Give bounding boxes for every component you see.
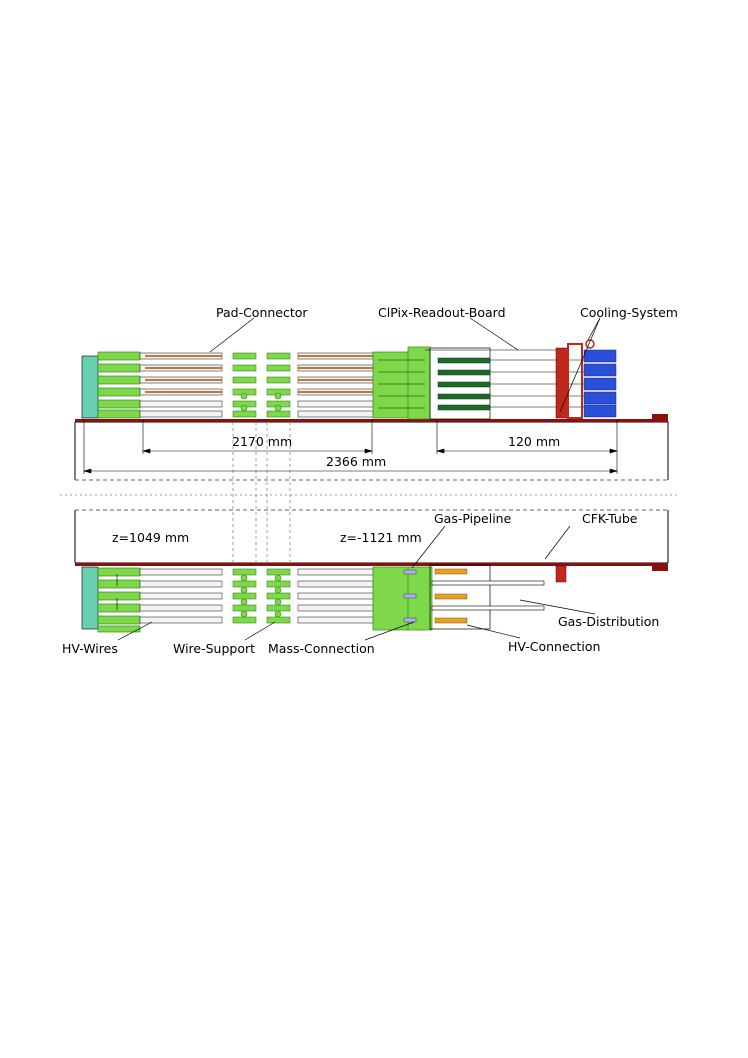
leader-lines xyxy=(117,317,601,641)
hv-connection-pieces xyxy=(434,568,468,624)
bottom-layers xyxy=(139,568,374,624)
cooling-red-bar xyxy=(567,343,583,419)
label-hv-wires: HV-Wires xyxy=(62,641,118,656)
label-dim-2170: 2170 mm xyxy=(232,434,292,449)
label-gas-pipeline: Gas-Pipeline xyxy=(434,511,512,526)
label-dim-120: 120 mm xyxy=(508,434,560,449)
tube-end-cap-bottom xyxy=(652,563,668,571)
label-cooling-system: Cooling-System xyxy=(580,305,678,320)
clpix-readout-boards xyxy=(437,357,491,411)
label-z-neg: z=-1121 mm xyxy=(340,530,422,545)
label-hv-connection: HV-Connection xyxy=(508,639,600,654)
top-left-green-comb xyxy=(97,351,141,419)
top-end-block xyxy=(81,355,99,419)
gas-distribution-pipes xyxy=(431,580,545,611)
label-mass-connection: Mass-Connection xyxy=(268,641,375,656)
label-gas-distribution: Gas-Distribution xyxy=(558,614,659,629)
top-right-block-slots xyxy=(378,359,425,409)
label-wire-support: Wire-Support xyxy=(173,641,255,656)
top-wire-supports xyxy=(232,352,291,418)
label-pad-connector: Pad-Connector xyxy=(216,305,308,320)
cfk-tube-wall-bottom xyxy=(75,563,660,566)
cfk-tube-wall-top xyxy=(75,419,660,422)
bottom-right-green-block xyxy=(372,566,433,631)
cooling-bracket-bottom xyxy=(555,565,567,583)
top-pad-layers xyxy=(139,352,374,418)
label-dim-2366: 2366 mm xyxy=(326,454,386,469)
top-copper-pads xyxy=(145,355,373,393)
tube-end-cap-top xyxy=(652,414,668,422)
dimension-lines-top xyxy=(82,420,619,474)
cooling-blue-blocks xyxy=(583,349,617,418)
bottom-wire-supports xyxy=(232,568,291,624)
label-cfk-tube: CFK-Tube xyxy=(582,511,638,526)
gas-pipeline-marks xyxy=(403,569,417,623)
bottom-end-block xyxy=(81,566,99,630)
label-clpix-readout-board: ClPix-Readout-Board xyxy=(378,305,506,320)
bottom-left-green-comb xyxy=(97,567,141,633)
label-z-pos: z=1049 mm xyxy=(112,530,189,545)
top-right-green-block xyxy=(372,346,431,420)
gas-distribution-frame xyxy=(429,564,491,630)
